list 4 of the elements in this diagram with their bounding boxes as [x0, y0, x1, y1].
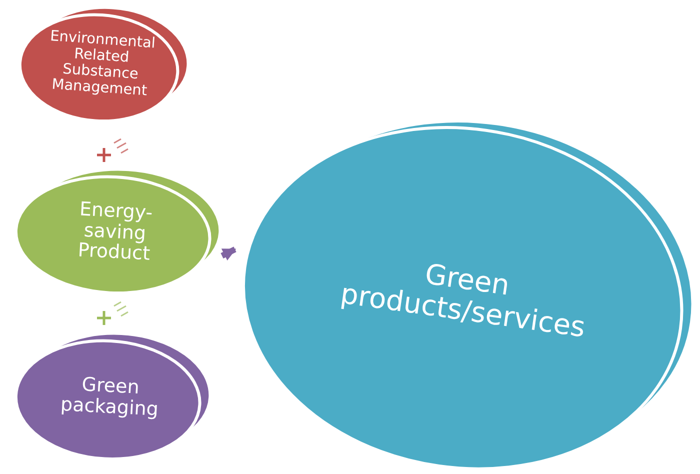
node-label: Environmental Related Substance Management [48, 28, 157, 102]
node-label: Energy-saving Product [76, 196, 154, 268]
node-label: Green packaging [59, 372, 160, 423]
arrow [220, 246, 236, 261]
